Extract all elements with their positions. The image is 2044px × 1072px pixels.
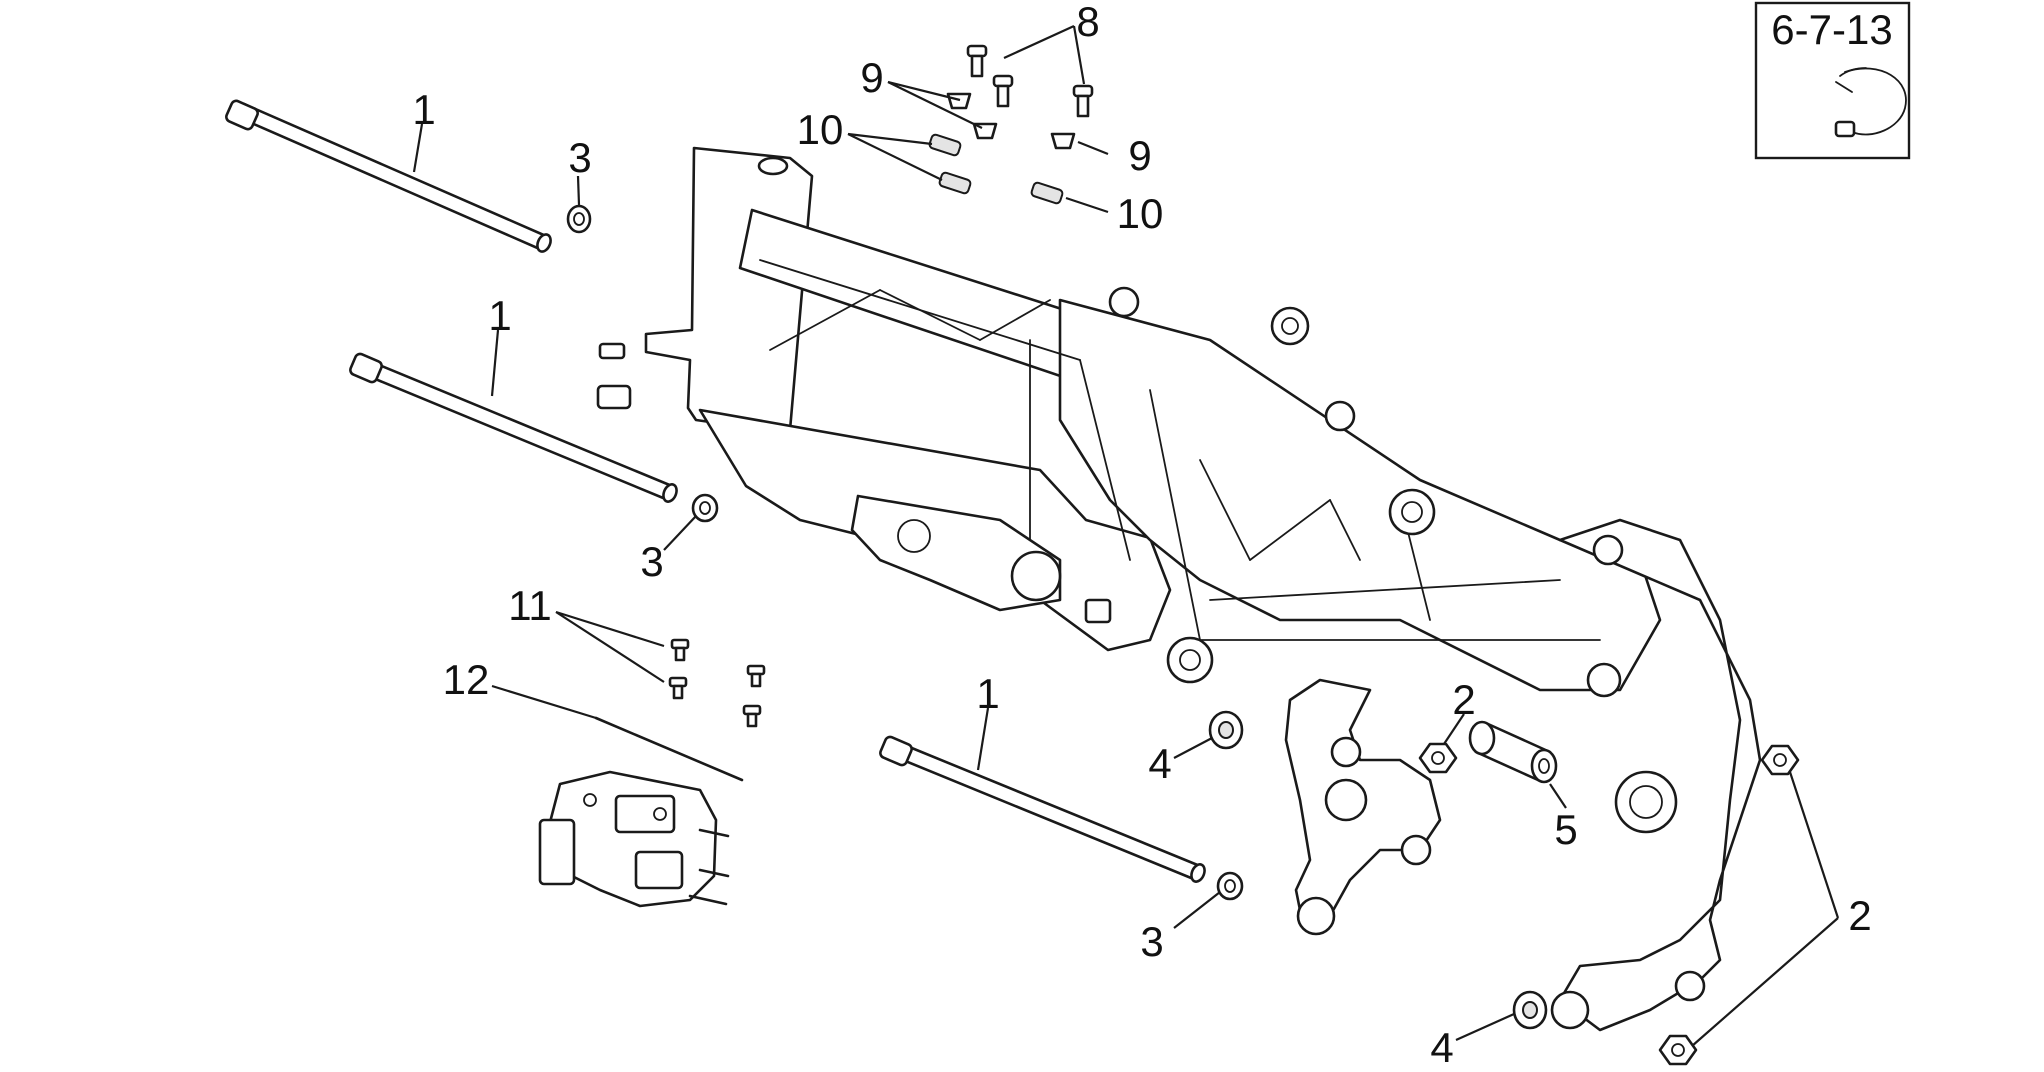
plug-fitting-icon[interactable] — [668, 676, 688, 700]
washer-icon[interactable] — [566, 204, 592, 234]
screw-icon[interactable] — [992, 74, 1014, 108]
callout-2: 2 — [1452, 676, 1475, 723]
callout-3: 3 — [568, 134, 591, 181]
callout-10: 10 — [797, 106, 844, 153]
callout-10: 10 — [1117, 190, 1164, 237]
spacer-icon[interactable] — [1512, 990, 1548, 1030]
callout-1: 1 — [976, 670, 999, 717]
hose-clamp-icon — [1834, 67, 1907, 138]
pin-bolt-middle[interactable] — [349, 352, 679, 503]
connector-bracket[interactable] — [538, 770, 730, 908]
callout-11: 11 — [508, 582, 552, 629]
washer-icon[interactable] — [1216, 871, 1244, 901]
callout-4: 4 — [1430, 1024, 1453, 1071]
callout-4: 4 — [1148, 740, 1171, 787]
plug-fitting-icon[interactable] — [742, 704, 762, 728]
frame[interactable] — [596, 146, 1762, 1032]
bush-icon[interactable] — [1050, 132, 1076, 150]
callout-2: 2 — [1848, 892, 1871, 939]
flange-nut-icon[interactable] — [1658, 1034, 1698, 1066]
reference-box[interactable]: 6-7-13 — [1754, 1, 1911, 160]
reference-label: 6-7-13 — [1771, 6, 1892, 53]
flange-nut-icon[interactable] — [1760, 744, 1800, 776]
rubber-insert-icon[interactable] — [928, 133, 962, 157]
callout-9: 9 — [860, 54, 883, 101]
callout-3: 3 — [1140, 918, 1163, 965]
wire-icon[interactable] — [594, 716, 744, 782]
callout-5: 5 — [1554, 806, 1577, 853]
plug-fitting-icon[interactable] — [746, 664, 766, 688]
pin-bolt-top[interactable] — [225, 99, 553, 253]
screw-icon[interactable] — [966, 44, 988, 78]
plug-fitting-icon[interactable] — [670, 638, 690, 662]
pin-bolt-bottom[interactable] — [879, 735, 1207, 883]
callout-9: 9 — [1128, 132, 1151, 179]
callout-numbers: 1 1 1 2 2 3 3 3 4 4 5 8 9 9 10 10 11 12 — [412, 0, 1871, 1071]
rubber-insert-icon[interactable] — [938, 171, 972, 195]
callout-3: 3 — [640, 538, 663, 585]
callout-12: 12 — [443, 656, 490, 703]
washer-icon[interactable] — [691, 493, 719, 523]
bush-icon[interactable] — [946, 92, 972, 110]
screw-icon[interactable] — [1072, 84, 1094, 118]
flange-nut-icon[interactable] — [1418, 742, 1458, 774]
rubber-insert-icon[interactable] — [1030, 181, 1064, 205]
leader-lines — [412, 24, 1840, 1047]
callout-1: 1 — [412, 86, 435, 133]
spacer-icon[interactable] — [1208, 710, 1244, 750]
spacer-bushing[interactable] — [1468, 720, 1558, 784]
callout-1: 1 — [488, 292, 511, 339]
callout-8: 8 — [1076, 0, 1099, 45]
